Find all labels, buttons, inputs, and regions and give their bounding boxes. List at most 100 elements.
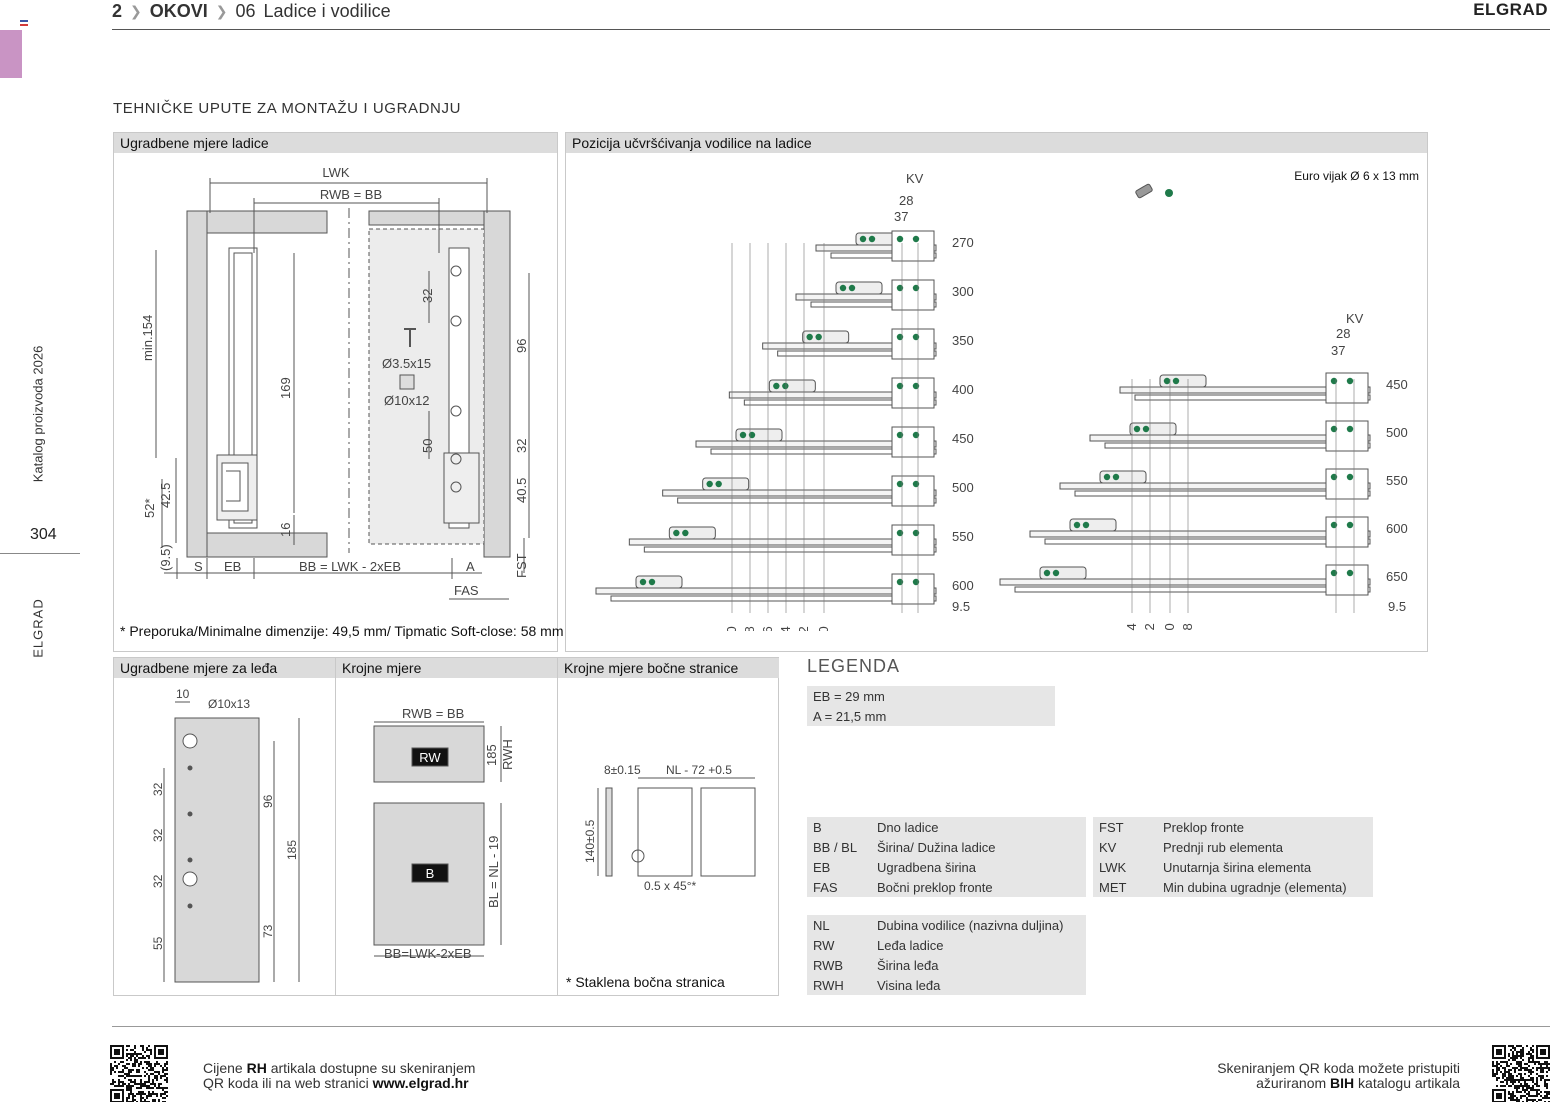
legend-constant: EB = 29 mm xyxy=(813,688,885,704)
right-slide-front-clip xyxy=(1325,468,1369,500)
legend-value: Dno ladice xyxy=(877,819,939,835)
left-slide-hole xyxy=(912,284,920,292)
svg-text:Ø10x12: Ø10x12 xyxy=(384,393,430,408)
left-slide-length-label: 500 xyxy=(952,480,974,495)
bottom-dim-label: 160 xyxy=(816,626,831,631)
right-slide-hole xyxy=(1346,425,1354,433)
qr-code-icon[interactable] xyxy=(110,1045,168,1102)
svg-text:32: 32 xyxy=(151,782,165,796)
right-slide-front-clip xyxy=(1325,372,1369,404)
right-slide-rail-inner xyxy=(1074,490,1371,497)
breadcrumb: 2 ❯ OKOVI ❯ 06 Ladice i vodilice xyxy=(112,0,391,22)
kv-label: KV xyxy=(906,171,924,186)
svg-text:16: 16 xyxy=(278,523,293,537)
legend-row: FST Preklop fronte xyxy=(1093,817,1373,837)
svg-text:185: 185 xyxy=(285,840,299,860)
legend-value: Preklop fronte xyxy=(1163,819,1244,835)
breadcrumb-section-num[interactable]: 06 xyxy=(235,0,256,21)
footer-right-text: Skeniranjem QR koda možete pristupiti až… xyxy=(1217,1060,1460,1091)
left-slide-length-label: 450 xyxy=(952,431,974,446)
website-link[interactable]: www.elgrad.hr xyxy=(372,1075,469,1091)
legend-key: B xyxy=(813,819,822,835)
left-slide-bracket xyxy=(668,526,716,540)
breadcrumb-chapter[interactable]: OKOVI xyxy=(149,0,208,21)
glass-side-diagram: 8±0.15 NL - 72 +0.5 140±0.5 0.5 x 45°* xyxy=(583,763,756,893)
left-slide-hole xyxy=(896,284,904,292)
left-slide-hole xyxy=(739,431,747,439)
glass-note: * Staklena bočna stranica xyxy=(566,974,725,990)
left-slide-bracket xyxy=(835,281,883,295)
left-slide-hole xyxy=(896,480,904,488)
right-slide-rail-inner xyxy=(1134,394,1371,401)
right-slide-length-label: 550 xyxy=(1386,473,1408,488)
left-slide-rail xyxy=(695,440,937,448)
svg-text:RWH: RWH xyxy=(500,739,515,770)
svg-text:BB=LWK-2xEB: BB=LWK-2xEB xyxy=(384,946,472,961)
bottom-dim-label: 256 xyxy=(760,626,775,631)
legend-value: Dubina vodilice (nazivna duljina) xyxy=(877,917,1064,933)
legend-key: RWB xyxy=(813,957,844,973)
chevron-right-icon: ❯ xyxy=(130,2,142,19)
right-slide-hole xyxy=(1052,569,1060,577)
bottom-dim-label: 288 xyxy=(1180,623,1195,631)
svg-text:min.154: min.154 xyxy=(140,315,155,361)
left-slide-rail xyxy=(662,489,937,497)
screw-label: Euro vijak Ø 6 x 13 mm xyxy=(1294,169,1419,183)
flag-icon xyxy=(20,20,28,26)
sidebar-divider xyxy=(0,553,80,554)
back-panel-diagram: 10 Ø10x13 32 32 32 55 96 73 185 xyxy=(151,687,300,983)
left-slide-hole xyxy=(715,480,722,488)
left-slide-hole xyxy=(639,578,647,586)
breadcrumb-section[interactable]: Ladice i vodilice xyxy=(263,0,391,21)
right-slide-rail xyxy=(1089,434,1371,442)
left-slide-bracket xyxy=(735,428,783,442)
left-slide-rail xyxy=(595,587,937,595)
legend-key: FST xyxy=(1099,819,1124,835)
legend-key: KV xyxy=(1099,839,1117,855)
drawer-install-diagram: LWK RWB = BB min.154 169 16 52* 42.5 (9.… xyxy=(140,165,530,600)
bottom-dim-label: 224 xyxy=(778,626,793,631)
left-slide-rail xyxy=(728,391,937,399)
dim-28-label: 28 xyxy=(1336,326,1350,341)
svg-text:73: 73 xyxy=(261,924,275,938)
breadcrumb-chapter-num[interactable]: 2 xyxy=(112,0,123,21)
right-slide-hole xyxy=(1163,377,1171,385)
svg-text:32: 32 xyxy=(151,828,165,842)
left-slide-rail xyxy=(628,538,937,546)
svg-text:169: 169 xyxy=(278,377,293,399)
dim-37-label: 37 xyxy=(1331,343,1345,358)
legend-group-2: FST Preklop fronte KV Prednji rub elementa… xyxy=(1093,817,1373,897)
legend-key: BB / BL xyxy=(813,839,858,855)
panel-slide-position: Pozicija učvršćivanja vodilice na ladice… xyxy=(565,132,1428,666)
right-slide-hole xyxy=(1330,521,1338,529)
panel-title: Ugradbene mjere za leđa xyxy=(114,658,335,678)
catalog-label: Katalog proizvoda 2026 xyxy=(30,345,46,483)
legend-value: Visina leđa xyxy=(877,977,941,993)
left-slide-rail-inner xyxy=(610,595,937,602)
svg-text:8±0.15: 8±0.15 xyxy=(604,763,641,777)
right-slide-hole xyxy=(1082,521,1090,529)
right-slide-hole xyxy=(1330,425,1338,433)
svg-text:40.5: 40.5 xyxy=(514,478,529,503)
left-slide-hole xyxy=(682,529,689,537)
svg-text:Ø3.5x15: Ø3.5x15 xyxy=(382,356,431,371)
left-slide-front-clip xyxy=(891,573,935,605)
left-slide-front-clip xyxy=(891,279,935,311)
right-slide-hole xyxy=(1043,569,1051,577)
screw-icon xyxy=(1135,183,1153,199)
legend-value: Prednji rub elementa xyxy=(1163,839,1283,855)
qr-code-icon[interactable] xyxy=(1492,1045,1550,1102)
bottom-dim-label: 320 xyxy=(724,626,739,631)
right-slide-hole xyxy=(1172,377,1180,385)
left-slide-hole xyxy=(912,480,920,488)
panel-title: Krojne mjere bočne stranice xyxy=(558,658,779,678)
left-slide-hole xyxy=(896,529,904,537)
dim-37-label: 37 xyxy=(894,209,908,224)
